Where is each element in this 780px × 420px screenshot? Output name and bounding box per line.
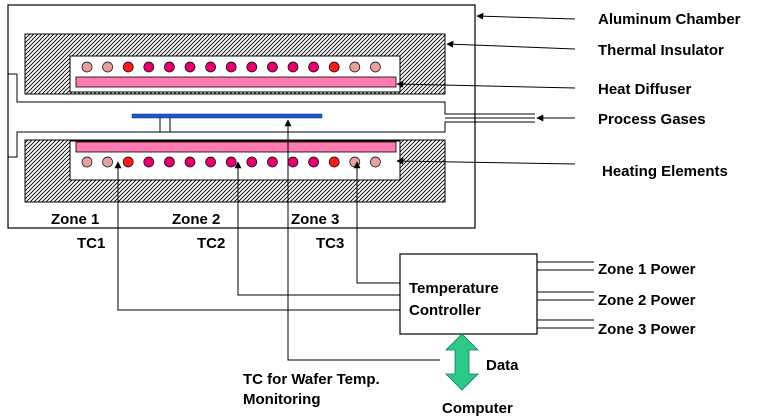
leader-thermal-insulator [446, 40, 576, 50]
tc2-wire [234, 161, 400, 296]
heating-element [328, 156, 340, 168]
label-aluminum-chamber: Aluminum Chamber [598, 11, 741, 28]
label-tc2: TC2 [197, 235, 225, 252]
heating-element [164, 156, 175, 168]
heating-element [328, 61, 340, 73]
label-zone1: Zone 1 [51, 211, 99, 228]
label-tc1: TC1 [77, 235, 105, 252]
heating-element [225, 156, 237, 168]
label-zone1-power: Zone 1 Power [598, 261, 696, 278]
leader-heating-elements [396, 157, 576, 165]
heat-diffuser-top [75, 76, 397, 88]
power-lines [537, 261, 594, 329]
heating-element [267, 156, 278, 168]
heating-element [205, 61, 216, 73]
leader-heat-diffuser [396, 80, 576, 89]
heating-element [308, 61, 319, 73]
aluminum-chamber [7, 4, 476, 229]
heating-elements-top [81, 61, 381, 73]
label-zone2: Zone 2 [172, 211, 220, 228]
label-process-gases: Process Gases [598, 111, 706, 128]
tc3-wire [353, 161, 400, 284]
heat-diffuser-bottom [75, 141, 397, 153]
heating-element [184, 61, 196, 73]
heating-element [308, 156, 319, 168]
heating-element [122, 156, 134, 168]
label-tc3: TC3 [316, 235, 344, 252]
label-heat-diffuser: Heat Diffuser [598, 81, 692, 98]
heating-element [143, 61, 155, 73]
heating-element [102, 61, 113, 73]
controller-label-line1: Temperature [409, 280, 499, 297]
process-tube-bottom [8, 121, 535, 158]
wafer [131, 113, 323, 119]
controller-label-line2: Controller [409, 302, 481, 319]
heating-element [81, 61, 93, 73]
heating-element [246, 156, 258, 168]
heating-element [267, 61, 278, 73]
heating-element [164, 61, 175, 73]
tc-wafer-wire [284, 119, 440, 361]
label-computer: Computer [442, 400, 513, 417]
heating-element [349, 156, 361, 168]
temperature-controller [399, 253, 538, 335]
heating-element [102, 156, 113, 168]
process-tube-top [8, 73, 535, 115]
label-zone2-power: Zone 2 Power [598, 292, 696, 309]
label-tc-wafer-line2: Monitoring [243, 391, 320, 408]
heating-element [246, 61, 258, 73]
heating-element [225, 61, 237, 73]
label-data: Data [486, 357, 519, 374]
heating-element [184, 156, 196, 168]
data-arrow [445, 333, 479, 391]
label-tc-wafer-line1: TC for Wafer Temp. [243, 371, 380, 388]
leader-aluminum-chamber [476, 12, 576, 20]
label-heating-elements: Heating Elements [602, 163, 728, 180]
heating-element [370, 156, 381, 168]
heating-element [349, 61, 361, 73]
heating-element [370, 61, 381, 73]
label-zone3-power: Zone 3 Power [598, 321, 696, 338]
heating-element [81, 156, 93, 168]
heating-elements-bottom [81, 156, 381, 168]
heating-element [205, 156, 216, 168]
heating-element [143, 156, 155, 168]
heating-element [122, 61, 134, 73]
heating-element [287, 156, 299, 168]
heating-element [287, 61, 299, 73]
label-thermal-insulator: Thermal Insulator [598, 42, 724, 59]
label-zone3: Zone 3 [291, 211, 339, 228]
tc1-wire [114, 161, 400, 311]
